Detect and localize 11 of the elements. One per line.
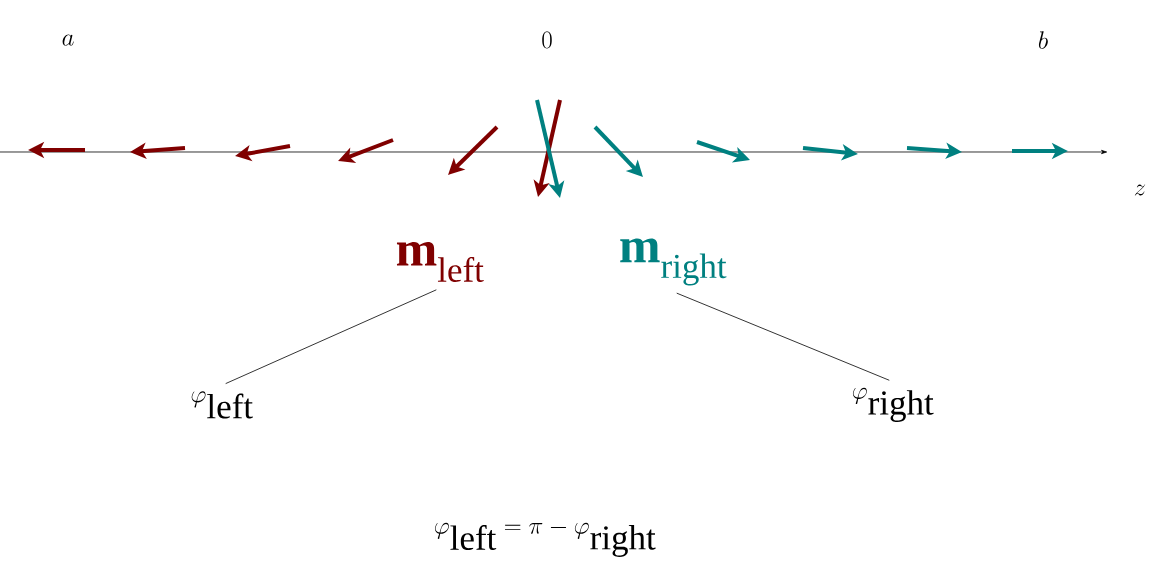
axis-label: $b$: [1038, 31, 1048, 49]
axis-label: $a$: [62, 34, 74, 46]
leader-line: [676, 292, 890, 381]
axis-label: $0$: [542, 31, 552, 49]
vector-label: $\varphi_{\mathrm{right}}$: [852, 387, 934, 422]
vector-label: $\mathbf{m}_{\mathrm{right}}$: [620, 238, 727, 286]
axis-label: $z$: [1134, 184, 1146, 196]
leader-line: [225, 289, 437, 384]
vector-label: $\varphi_{\mathrm{left}}$: [191, 391, 253, 419]
vector-label: $\mathbf{m}_{\mathrm{left}}$: [396, 242, 484, 282]
formula: $\varphi_{\mathrm{left}} = \pi - \varphi_{\mathrm{right}}$: [435, 522, 656, 557]
